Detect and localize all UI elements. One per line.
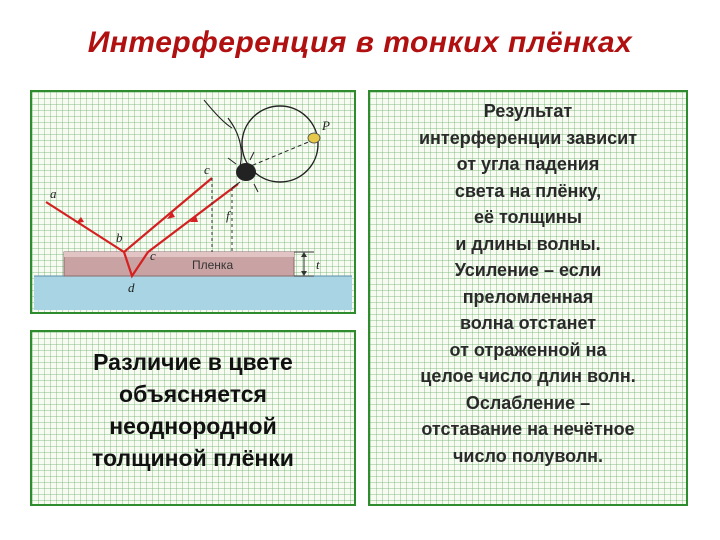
right-line-2: интерференции зависит	[418, 127, 638, 148]
brow-line	[203, 99, 233, 129]
right-line-5: её толщины	[473, 207, 583, 227]
label-c-lower: c	[150, 248, 156, 263]
right-line-12: Ослабление –	[465, 392, 591, 413]
retina-point	[307, 132, 321, 144]
eyeball	[241, 105, 319, 183]
incident-ray	[45, 201, 125, 253]
interference-result-text: Результат интерференции зависит от угла …	[370, 98, 686, 469]
left-line-1: Различие в цвете	[93, 349, 293, 375]
right-line-10: от отраженной на	[449, 339, 607, 360]
left-line-2: объясняется	[119, 381, 267, 407]
right-line-7: Усиление – если	[454, 260, 602, 280]
refracted-ray	[122, 183, 239, 279]
diagram-svg: Пленка t a	[34, 99, 352, 310]
right-line-3: от угла падения	[456, 154, 600, 174]
arrow-reflected	[167, 212, 175, 219]
thickness-arrow-up	[301, 252, 307, 257]
right-line-11: целое число длин волн.	[420, 366, 636, 386]
arrow-refracted	[190, 216, 198, 222]
substrate	[34, 276, 352, 310]
film-label: Пленка	[192, 258, 233, 272]
label-t: t	[316, 257, 320, 272]
right-line-6: и длины волны.	[455, 233, 601, 254]
color-explanation-box: Различие в цвете объясняется неоднородно…	[30, 330, 356, 506]
reflected-ray-1	[123, 177, 213, 253]
label-P: P	[321, 118, 330, 133]
right-line-4: света на плёнку,	[454, 180, 602, 201]
right-line-13: отставание на нечётное	[421, 419, 635, 439]
left-line-4: толщиной плёнки	[92, 445, 294, 471]
eyelashes	[227, 151, 259, 193]
label-a: a	[50, 186, 57, 201]
light-rays	[45, 177, 239, 279]
right-line-9: волна отстанет	[459, 313, 597, 333]
optic-line	[245, 137, 319, 169]
left-line-3: неоднородной	[109, 413, 277, 439]
interference-result-box: Результат интерференции зависит от угла …	[368, 90, 688, 506]
right-line-14: число полуволн.	[452, 445, 604, 466]
label-b: b	[116, 230, 123, 245]
right-line-8: преломленная	[462, 286, 594, 307]
eye-drawing	[203, 99, 321, 193]
eye-lens	[236, 163, 256, 181]
arrow-incident	[76, 217, 84, 223]
label-c-upper: c	[204, 162, 210, 177]
label-f: f	[226, 208, 232, 223]
label-d: d	[128, 280, 135, 295]
thin-film-diagram: Пленка t a	[30, 90, 356, 314]
thickness-arrow-down	[301, 271, 307, 276]
color-explanation-text: Различие в цвете объясняется неоднородно…	[32, 346, 354, 474]
right-line-1: Результат	[483, 101, 573, 121]
film-highlight	[64, 252, 294, 257]
slide-title: Интерференция в тонких плёнках	[87, 26, 633, 59]
